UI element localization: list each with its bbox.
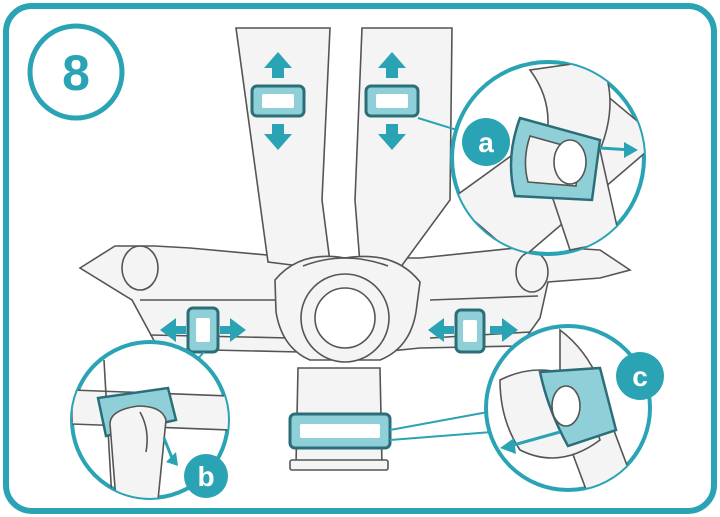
- detail-a: a: [450, 60, 646, 256]
- step-number: 8: [62, 45, 90, 101]
- arrow-icon: [160, 52, 518, 342]
- detail-c: c: [484, 324, 664, 492]
- step-badge: 8: [27, 23, 125, 121]
- right-ring: [515, 251, 549, 293]
- callout-c-label: c: [632, 361, 648, 392]
- left-ring: [121, 245, 159, 291]
- callout-a-label: a: [478, 127, 494, 158]
- detail-b: b: [70, 340, 230, 500]
- callout-b-label: b: [197, 461, 214, 492]
